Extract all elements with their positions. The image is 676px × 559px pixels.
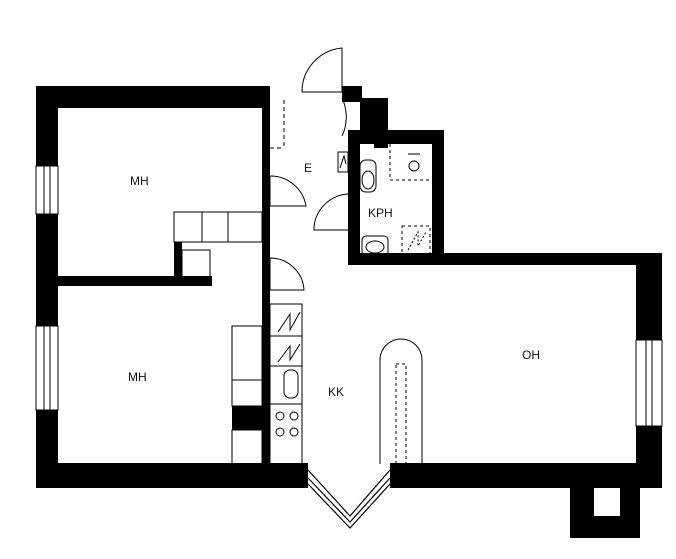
toilet-icon: [359, 159, 377, 193]
bathroom-fixtures: [337, 144, 432, 257]
doors: [269, 47, 351, 291]
entrance-door: [301, 47, 343, 93]
wardrobe-lower: [231, 429, 263, 465]
walls: [36, 86, 662, 538]
wardrobe-dark: [232, 406, 262, 430]
wall-bedroom-divider: [36, 276, 212, 286]
washbasin-icon: [361, 235, 389, 257]
windows: [35, 165, 663, 427]
meter-box: [337, 151, 349, 173]
wall-bath-right: [432, 130, 444, 265]
bay-window: [307, 469, 391, 529]
window-living: [635, 339, 663, 427]
wall-bottom: [36, 463, 308, 488]
wall-bath-left: [348, 130, 360, 265]
closet-notch: [181, 249, 211, 281]
room-label-kitchen: KK: [328, 385, 344, 399]
washing-machine: [401, 225, 431, 257]
window-bottom-bedroom: [35, 325, 59, 411]
bedroom-bottom-door: [269, 257, 305, 291]
stove-icon: [275, 411, 299, 437]
shower-icon: [408, 153, 420, 172]
wall-top-living: [348, 253, 662, 265]
bedroom-top-door: [269, 175, 307, 207]
wall-left: [36, 86, 58, 488]
wall-step-1: [342, 86, 362, 102]
sink-icon: [283, 369, 299, 399]
kitchen-counter: [269, 303, 303, 465]
entry-closet: [270, 100, 285, 149]
wall-top-bedroom: [36, 86, 268, 108]
chimney-hollow: [594, 488, 620, 516]
fireplace: [379, 338, 423, 465]
wall-step-3: [374, 98, 388, 148]
closets: [173, 211, 263, 407]
room-label-bathroom: KPH: [368, 206, 393, 220]
room-label-entry: E: [304, 161, 312, 175]
room-label-bedroom-bottom: MH: [128, 370, 147, 384]
wardrobe: [231, 325, 263, 407]
room-label-living: OH: [522, 348, 540, 362]
window-top-bedroom: [35, 165, 59, 215]
room-label-bedroom-top: MH: [130, 174, 149, 188]
wall-divider-notch: [174, 242, 182, 286]
wall-corridor-left: [262, 86, 270, 464]
closet-top: [173, 211, 263, 243]
counter: [269, 303, 303, 465]
wall-bath-top: [348, 130, 440, 144]
bathroom-door: [313, 193, 351, 231]
